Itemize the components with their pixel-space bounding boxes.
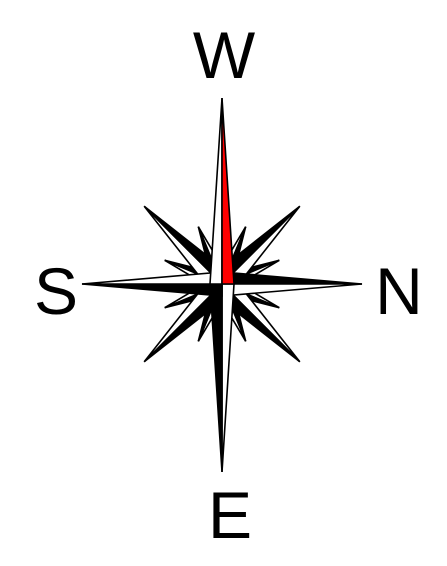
direction-label-bottom: E [190,482,270,548]
cardinal-point-bottom-right-half [210,284,222,472]
cardinal-point-right-left-half [222,272,362,284]
direction-label-top: W [184,22,264,88]
needle-top-left-half [210,98,222,284]
cardinal-point-right-right-half [222,284,362,296]
cardinal-point-left-right-half [82,272,222,284]
needle-top-right-half [222,98,234,284]
direction-label-right: N [359,258,439,324]
direction-label-left: S [16,258,96,324]
cardinal-point-left-left-half [82,284,222,296]
cardinal-point-bottom-left-half [222,284,234,472]
